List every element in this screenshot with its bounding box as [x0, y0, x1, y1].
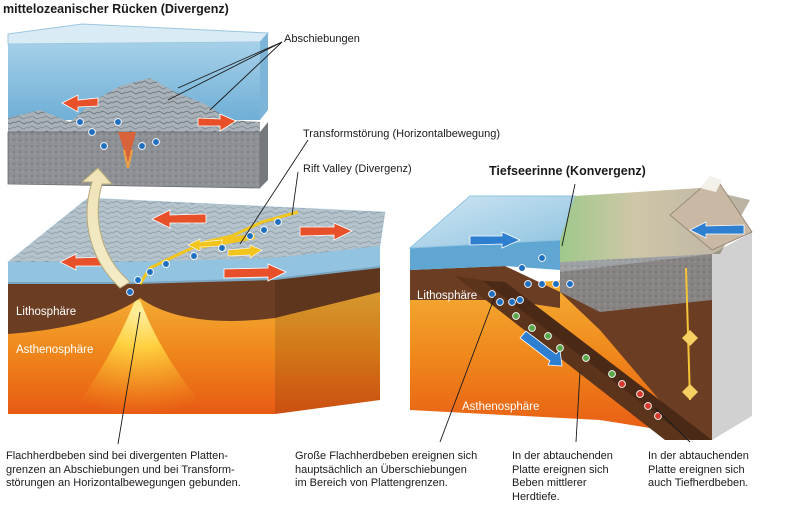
trench-arrow-ocean [469, 231, 521, 249]
leader-abschiebungen-3 [209, 41, 283, 111]
ridge-inset-block [7, 23, 270, 189]
shallow-quake-dot [190, 252, 198, 260]
intermediate-quake-dot [582, 354, 590, 362]
shallow-quake-dot [114, 118, 122, 126]
label-rift-valley: Rift Valley (Divergenz) [303, 163, 412, 175]
intermediate-quake-dot [528, 324, 536, 332]
leader-caption-divergent [117, 311, 141, 445]
leader-rift [291, 171, 299, 216]
leader-lines [117, 41, 691, 445]
plate-arrow-right-2 [223, 263, 287, 282]
deep-quake-dot [654, 412, 662, 420]
shallow-quake-dot [162, 260, 170, 268]
shallow-quake-dot [552, 280, 560, 288]
label-abschiebungen: Abschiebungen [284, 33, 360, 45]
label-lithosphaere-left: Lithosphäre [16, 306, 77, 318]
caption-deep-quakes: In der abtauchenden Platte ereignen sich… [648, 450, 749, 489]
intermediate-quake-dot [608, 370, 616, 378]
shallow-quake-dot [76, 118, 84, 126]
inset-spreading-arrow-right [197, 113, 237, 132]
shallow-quake-dot [496, 298, 504, 306]
deep-quake-dot [644, 402, 652, 410]
shallow-quake-dot [538, 254, 546, 262]
intermediate-quake-dot [512, 312, 520, 320]
leader-abschiebungen-2 [177, 41, 283, 89]
shallow-quake-dot [488, 290, 496, 298]
shallow-quake-dot [538, 280, 546, 288]
intermediate-quake-dot [556, 344, 564, 352]
plate-arrow-right-1 [299, 222, 353, 241]
transform-arrow-right [227, 244, 263, 259]
leader-trench-title [561, 183, 576, 247]
label-asthenosphaere-right: Asthenosphäre [462, 401, 540, 413]
shallow-quake-dot [100, 142, 108, 150]
trench-title: Tiefseerinne (Konvergenz) [489, 164, 646, 178]
leader-caption-deep [654, 407, 691, 443]
deep-quake-dot [636, 390, 644, 398]
shallow-quake-dot [524, 280, 532, 288]
zoom-arrow [80, 167, 131, 289]
leader-caption-shallow [439, 295, 496, 443]
shallow-quake-dot [260, 226, 268, 234]
shallow-quake-dot [218, 244, 226, 252]
shallow-quake-dot [152, 138, 160, 146]
shallow-quake-dot [126, 288, 134, 296]
shallow-quake-dot [88, 128, 96, 136]
trench-arrow-land [689, 221, 745, 239]
shallow-quake-dot [518, 264, 526, 272]
deep-quake-dot [618, 380, 626, 388]
leader-abschiebungen-1 [167, 41, 283, 101]
caption-intermediate-quakes: In der abtauchenden Platte ereignen sich… [512, 450, 613, 503]
leader-transform [239, 139, 309, 245]
shallow-quake-dot [146, 268, 154, 276]
transform-arrow-left [187, 238, 223, 252]
inset-spreading-arrow-left [61, 94, 99, 113]
label-lithosphaere-right: Lithosphäre [417, 290, 478, 302]
shallow-quake-dot [246, 232, 254, 240]
shallow-quake-dot [508, 298, 516, 306]
caption-shallow-quakes: Große Flachherdbeben ereignen sich haupt… [295, 450, 478, 489]
plate-arrow-left-1 [151, 209, 207, 229]
ridge-title: mittelozeanischer Rücken (Divergenz) [3, 2, 229, 16]
shallow-quake-dot [134, 276, 142, 284]
quake-dots [76, 118, 662, 420]
label-asthenosphaere-left: Asthenosphäre [16, 344, 94, 356]
label-transformstoerung: Transformstörung (Horizontalbewegung) [303, 128, 501, 140]
shallow-quake-dot [138, 142, 146, 150]
shallow-quake-dot [566, 280, 574, 288]
leader-caption-intermediate [575, 371, 581, 443]
caption-divergent: Flachherdbeben sind bei divergenten Plat… [6, 450, 241, 489]
intermediate-quake-dot [544, 332, 552, 340]
shallow-quake-dot [516, 296, 524, 304]
shallow-quake-dot [274, 218, 282, 226]
